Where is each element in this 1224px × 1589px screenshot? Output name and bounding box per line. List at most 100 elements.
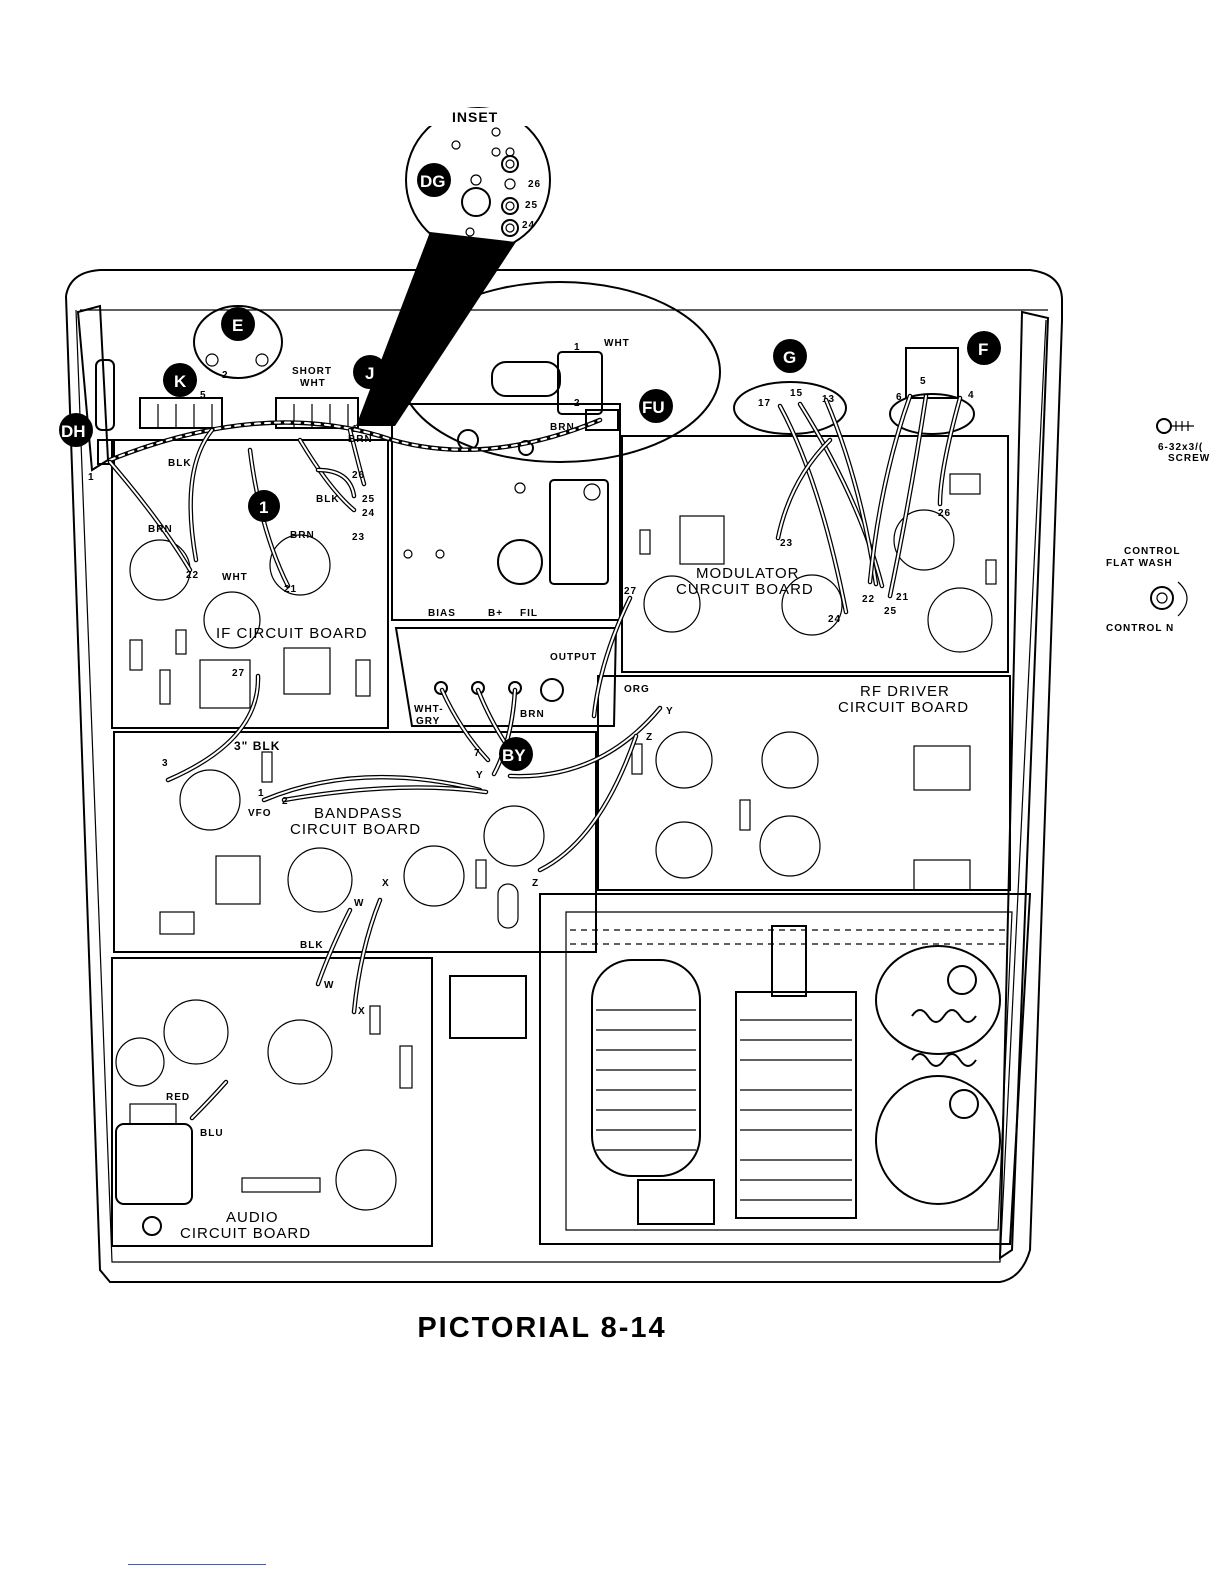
modulator-board-label-1: MODULATOR [696,565,799,582]
callouts: E K J DH 1 G F FU BY [59,307,1001,771]
lug-21-a: 21 [284,584,297,595]
callout-j [353,355,387,389]
vfo-lug-2: 2 [282,796,289,807]
tank-compartment [539,893,1032,1245]
wht-label: WHT [222,572,248,583]
fu-lug-2: 2 [574,398,581,409]
audio-board-label-1: AUDIO [226,1209,279,1226]
callout-dh [59,413,93,447]
switch-g-lug-17: 17 [758,398,771,409]
control-nut-icon [1150,586,1174,610]
lug-22-b: 22 [862,594,875,605]
fil-label: FIL [520,608,538,619]
callout-dg-text: DG [420,172,446,191]
vfo-label: VFO [248,808,272,819]
callout-g-text: G [783,348,796,367]
rf-driver-circuit-board: RF DRIVER CIRCUIT BOARD [597,675,1011,891]
lug-23-b: 23 [780,538,793,549]
inset-pointer [356,232,516,426]
washer-icon [1177,581,1188,617]
y-label-a: Y [476,770,484,781]
fu-wht-label: WHT [604,338,630,349]
washer-label-2: FLAT WASH [1106,558,1173,569]
callout-1-text: 1 [259,498,268,517]
callout-by [499,737,533,771]
output-label: OUTPUT [550,652,597,663]
wiring [107,393,963,1121]
blu-label: BLU [200,1128,224,1139]
fu-lug-1: 1 [574,342,581,353]
bandpass-circuit-board: BANDPASS CIRCUIT BOARD [113,731,597,953]
lug-3: 3 [162,758,169,769]
modulator-circuit-board: MODULATOR CURCUIT BOARD [621,435,1009,673]
callout-f [967,331,1001,365]
x-label-b: X [358,1006,366,1017]
dh-lug-1: 1 [88,472,95,483]
lug-24-a: 24 [362,508,375,519]
wht-gry-label-1: WHT- [414,704,444,715]
audio-circuit-board: AUDIO CIRCUIT BOARD [111,957,433,1247]
callout-g [773,339,807,373]
mid-brn-label: BRN [290,530,315,541]
bias-panel: BIAS B+ FIL OUTPUT WHT- GRY BRN ORG [391,403,650,727]
lug-25-a: 25 [362,494,375,505]
callout-f-text: F [978,340,988,359]
callout-j-text: J [365,364,374,383]
bandpass-board-label-1: BANDPASS [314,805,403,822]
org-label: ORG [624,684,650,695]
rf-board-label-2: CIRCUIT BOARD [838,699,969,716]
wire-labels: SHORT WHT BRN BLK BLK BRN BRN WHT 26 25 … [148,366,951,1139]
fu-brn-label: BRN [550,422,575,433]
pilot-lamp-dh: 1 [88,359,115,483]
callout-1 [248,490,280,522]
nut-label: CONTROL N [1106,623,1174,634]
short-label: SHORT [292,366,332,377]
modulator-board-label-2: CURCUIT BOARD [676,581,814,598]
lug-26-b: 26 [938,508,951,519]
if-board-label: IF CIRCUIT BOARD [216,625,368,642]
switch-f: 5 6 4 [889,347,975,435]
switch-f-lug-6: 6 [896,392,903,403]
x-label-a: X [382,878,390,889]
bandpass-board-label-2: CIRCUIT BOARD [290,821,421,838]
callout-fu [639,389,673,423]
output-brn-label: BRN [520,709,545,720]
callout-e-text: E [232,316,243,335]
lug-27-a: 27 [232,668,245,679]
z-label-b: Z [532,878,539,889]
screw-icon [1156,418,1172,434]
bandpass-blk-label: BLK [300,940,324,951]
washer-label-1: CONTROL [1124,546,1180,557]
lug-22-a: 22 [186,570,199,581]
bplus-label: B+ [488,608,503,619]
left-blk-label: BLK [168,458,192,469]
vfo-lug-1: 1 [258,788,265,799]
strip-k-lug-5: 5 [200,390,207,401]
w-label-a: W [354,898,364,909]
callout-dh-text: DH [61,422,86,441]
callout-e [221,307,255,341]
callout-k-text: K [174,372,187,391]
left-brn-label: BRN [148,524,173,535]
inset-lug-24: 24 [522,220,535,231]
wht-gry-label-2: GRY [416,716,440,727]
inset-view: INSET 26 25 24 DG [356,107,551,426]
mid-blk-label: BLK [316,494,340,505]
screw-label-1: 6-32x3/( [1158,442,1203,453]
panel-opening [449,975,527,1039]
switch-f-lug-4: 4 [968,390,975,401]
short-wht-label: WHT [300,378,326,389]
lug-24-b: 24 [828,614,841,625]
callout-by-text: BY [502,746,526,765]
footer-rule [128,1564,266,1565]
inset-lug-25: 25 [525,200,538,211]
red-label: RED [166,1092,190,1103]
switch-e-lug-2: 2 [222,370,229,381]
lug-26-a: 26 [352,470,365,481]
figure-caption: PICTORIAL 8-14 [417,1312,667,1344]
switch-e: 2 [193,305,283,381]
top-brn-label: BRN [348,434,373,445]
z-label-a: Z [646,732,653,743]
inset-title: INSET [452,109,498,125]
